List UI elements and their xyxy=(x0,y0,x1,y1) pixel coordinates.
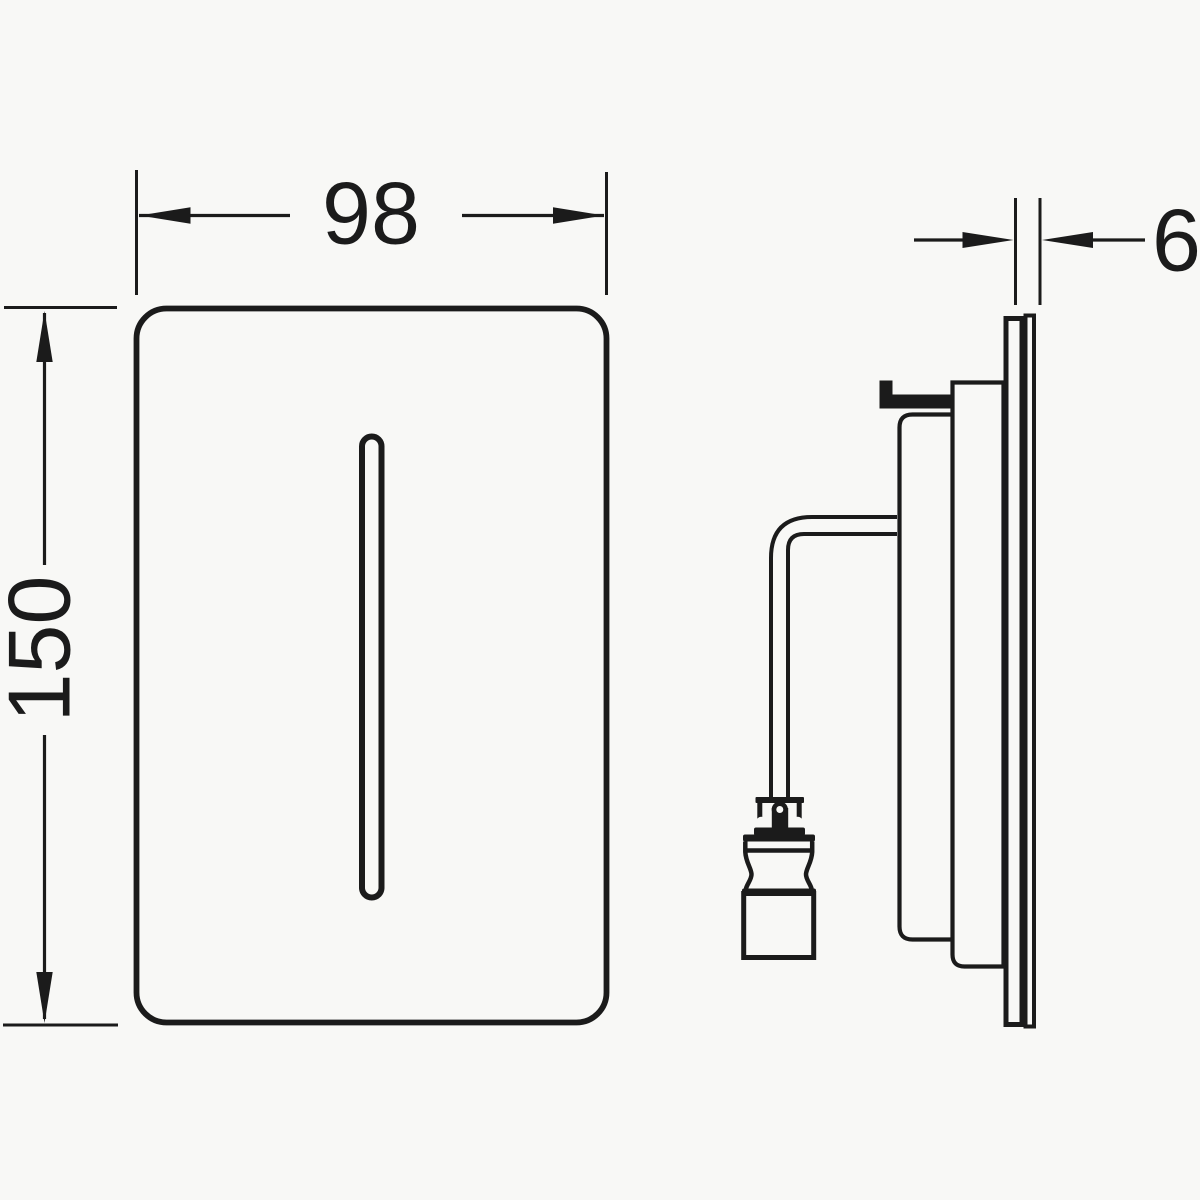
svg-text:98: 98 xyxy=(322,164,420,263)
svg-text:6: 6 xyxy=(1152,191,1200,290)
svg-text:150: 150 xyxy=(0,576,89,723)
